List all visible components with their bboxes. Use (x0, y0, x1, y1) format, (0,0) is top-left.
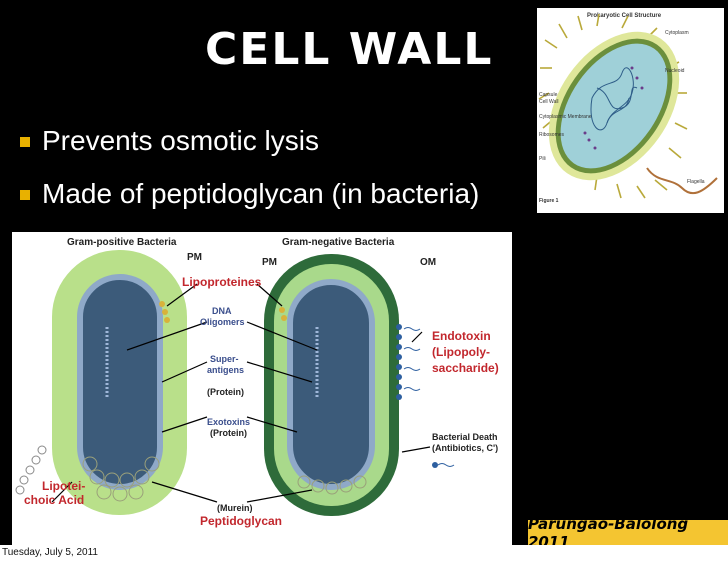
slide-title: CELL WALL (205, 24, 494, 75)
inset-label: Cytoplasm (665, 30, 689, 36)
lipoteichoic-label: Lipotei- (42, 479, 85, 493)
antibiotics-label: (Antibiotics, C') (432, 443, 498, 453)
slide: CELL WALL Prevents osmotic lysis Made of… (12, 8, 728, 551)
inset-label: Cytoplasmic Membrane (539, 114, 592, 120)
endotoxin-tails-icon (403, 327, 455, 467)
inset-label: Pili (539, 156, 546, 162)
credit-badge: Parungao-Balolong 2011 (528, 515, 728, 551)
pm-label: PM (262, 257, 277, 268)
protein-label: (Protein) (207, 387, 244, 397)
bullet-text: Made of peptidoglycan (in bacteria) (42, 178, 480, 209)
bullet-square-icon (20, 190, 30, 200)
bullet-text: Prevents osmotic lysis (42, 125, 319, 156)
bullet-item: Made of peptidoglycan (in bacteria) (20, 178, 479, 210)
endotoxin-label: Endotoxin (432, 329, 491, 343)
bullet-item: Prevents osmotic lysis (20, 125, 319, 157)
gram-diagram: Gram-positive Bacteria Gram-negative Bac… (12, 232, 512, 545)
om-label: OM (420, 257, 436, 268)
peptidoglycan-mesh-icon (82, 456, 367, 502)
gram-diagram-illustration: Gram-positive Bacteria Gram-negative Bac… (15, 237, 499, 528)
flagella-icon (646, 167, 718, 195)
prokaryotic-cell-illustration: Prokaryotic Cell Structure (538, 13, 718, 204)
teichoic-acid-chain-icon (15, 445, 47, 495)
inset-title: Prokaryotic Cell Structure (587, 13, 662, 19)
endotoxin-beads-icon (396, 324, 438, 468)
bullet-square-icon (20, 137, 30, 147)
cytoplasm-shape (560, 43, 668, 169)
inset-label: Ribosomes (539, 132, 565, 138)
nucleoid-icon (590, 67, 638, 131)
gram-positive-label: Gram-positive Bacteria (67, 237, 177, 248)
footer-date: Tuesday, July 5, 2011 (0, 545, 728, 561)
exotoxins-label: Exotoxins (207, 417, 250, 427)
inset-label: Nucleoid (665, 68, 685, 74)
gram-positive-cytoplasm (77, 274, 163, 490)
inset-label: Cell Wall (539, 99, 559, 105)
murein-label: (Murein) (217, 503, 253, 513)
gram-negative-cytoplasm (287, 279, 375, 490)
inset-label: Flagella (687, 179, 705, 185)
pm-label: PM (187, 252, 202, 263)
inset-label: Capsule (539, 92, 558, 98)
annotation-arrows (51, 283, 431, 503)
protein-label: (Protein) (210, 428, 247, 438)
antigens-label: antigens (207, 365, 244, 375)
lipoproteines-label: Lipoproteines (182, 275, 262, 289)
gram-negative-label: Gram-negative Bacteria (282, 237, 395, 248)
lipopoly-label: (Lipopoly- (432, 345, 490, 359)
saccharide-label: saccharide) (432, 361, 499, 375)
prokaryotic-cell-figure: Prokaryotic Cell Structure (537, 8, 724, 213)
bacterial-death-label: Bacterial Death (432, 432, 498, 442)
choic-acid-label: choic Acid (24, 493, 84, 507)
lipoprotein-beads-icon (159, 301, 287, 323)
dna-label: DNA (212, 306, 232, 316)
super-label: Super- (210, 354, 239, 364)
inset-caption: Figure 1 (539, 198, 559, 204)
ribosomes-icon (583, 66, 644, 150)
peptidoglycan-label: Peptidoglycan (200, 514, 282, 528)
oligomers-label: Oligomers (200, 317, 245, 327)
